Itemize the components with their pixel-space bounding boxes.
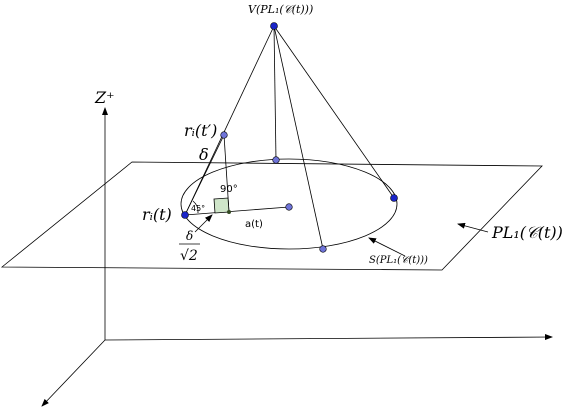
circle-right-point [390,194,398,202]
right-angle-marker [213,197,230,214]
label-90: 90° [220,184,238,195]
label-circle: S(PL₁(𝒞(t))) [369,255,428,266]
cone-edge-front [273,25,324,250]
label-plane: PL₁(𝒞(t)) [491,223,563,242]
circle-top-point [272,156,280,164]
label-sqrt2: √2 [180,248,198,264]
label-a-t: a(t) [245,219,263,230]
foot-point [227,210,231,214]
base-circle [180,158,398,250]
vertex-point [270,22,278,30]
label-z-axis: Z⁺ [94,88,115,107]
x-axis [104,334,553,341]
arrow-delta-sqrt2 [194,214,213,233]
angle-45-arc [192,200,199,214]
y-axis [41,339,106,407]
label-delta-over-sqrt2: δ √2 [179,229,200,264]
arrow-plane-label [457,222,489,233]
label-delta: δ [199,145,209,164]
label-ri-tprime: rᵢ(t′) [184,121,217,140]
label-delta-num: δ [186,229,193,243]
circle-front-point [319,245,327,253]
label-45: 45° [191,204,205,213]
arrow-circle-label [368,237,406,257]
ritprime-point [220,131,228,139]
label-vertex: V(PL₁(𝒞(t))) [248,3,313,16]
label-ri-t: rᵢ(t) [142,205,172,224]
segment-ri-to-ritprime [184,134,225,216]
plane-parallelogram [0,161,543,271]
ri-point [181,211,189,219]
cone-edge-back [273,25,277,161]
cone-edge-left [184,25,275,216]
centre-point [285,203,293,211]
radius-line [184,206,290,216]
cone-edge-right [273,25,395,199]
